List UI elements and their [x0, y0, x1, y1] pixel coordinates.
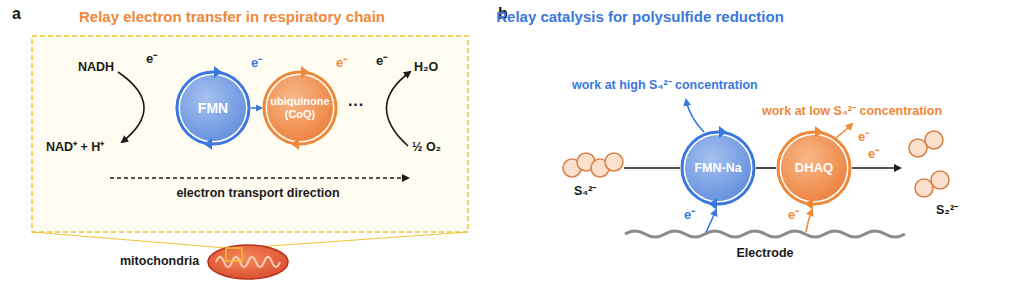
reaction-arc: [118, 72, 144, 142]
zoom-line: [242, 232, 468, 248]
zoom-box: [32, 36, 468, 232]
electron-label: e⁻: [376, 54, 387, 69]
node-text: FMN: [198, 100, 228, 116]
electron-label: e⁻: [858, 130, 869, 145]
svg-circle: [925, 131, 943, 149]
electron-label: e⁻: [684, 208, 695, 223]
organelle-label: mitochondria: [120, 254, 199, 268]
transfer-connector: [251, 107, 262, 109]
node-text: ubiquinone (CoQ): [269, 95, 331, 120]
catalyst-circle: DHAQ: [776, 130, 852, 206]
catalyst-circle: FMN-Na: [680, 130, 756, 206]
reaction-arc: [386, 72, 410, 146]
transfer-connector: [756, 167, 776, 169]
s2-cluster: [909, 131, 949, 197]
svg-path: [291, 138, 299, 150]
condition-note: work at low S₄²⁻ concentration: [762, 104, 942, 118]
panel-letter: a: [12, 5, 21, 23]
mitochondria-icon: [208, 245, 288, 279]
panel-title: Relay catalysis for polysulfide reductio…: [496, 8, 784, 25]
panel-title: Relay electron transfer in respiratory c…: [79, 8, 385, 25]
svg-path: [214, 66, 222, 78]
species-label: NADH: [78, 60, 114, 74]
svg-path: [719, 126, 727, 138]
species-label: H₂O: [414, 60, 438, 74]
svg-circle: [180, 75, 246, 141]
electron-label: e⁻: [251, 56, 262, 71]
svg-ellipse: [208, 245, 288, 279]
zoom-line: [32, 232, 226, 248]
electron-label: e⁻: [146, 52, 157, 67]
catalyst-circle: FMN: [175, 70, 251, 146]
svg-circle: [909, 139, 927, 157]
electrode-label: Electrode: [737, 246, 794, 260]
ellipsis-mark: ···: [348, 96, 364, 114]
species-label: NAD⁺ + H⁺: [46, 140, 104, 154]
svg-path: [301, 66, 309, 78]
svg-circle: [931, 171, 949, 189]
electron-arrow: [806, 210, 812, 232]
direction-label: electron transport direction: [176, 186, 339, 200]
s4-cluster: [563, 153, 623, 177]
svg-circle: [915, 179, 933, 197]
svg-path: [204, 138, 212, 150]
svg-circle: [682, 132, 754, 204]
svg-circle: [605, 153, 623, 171]
node-text: FMN-Na: [694, 161, 741, 175]
svg-circle: [264, 72, 336, 144]
electron-label: e⁻: [788, 208, 799, 223]
pointer-arrow: [686, 100, 704, 132]
condition-note: work at high S₄²⁻ concentration: [572, 78, 758, 92]
species-label: S₄²⁻: [574, 184, 596, 198]
pointer-arrow: [836, 124, 852, 138]
svg-circle: [685, 135, 751, 201]
svg-path: [815, 126, 823, 138]
electrode-line: [625, 231, 905, 237]
electron-label: e⁻: [868, 147, 879, 162]
species-label: ½ O₂: [412, 140, 441, 154]
svg-circle: [177, 72, 249, 144]
catalyst-circle: ubiquinone (CoQ): [262, 70, 338, 146]
svg-path: [805, 198, 813, 210]
reaction-line: [624, 167, 680, 169]
svg-rect: [226, 248, 242, 261]
svg-circle: [778, 132, 850, 204]
electron-arrow: [706, 210, 716, 232]
node-text: DHAQ: [795, 161, 833, 176]
electron-label: e⁻: [336, 56, 347, 71]
svg-circle: [267, 75, 333, 141]
svg-circle: [781, 135, 847, 201]
direction-arrow: [110, 177, 408, 178]
svg-path: [709, 198, 717, 210]
reaction-line: [852, 167, 900, 169]
species-label: S₂²⁻: [936, 203, 958, 217]
